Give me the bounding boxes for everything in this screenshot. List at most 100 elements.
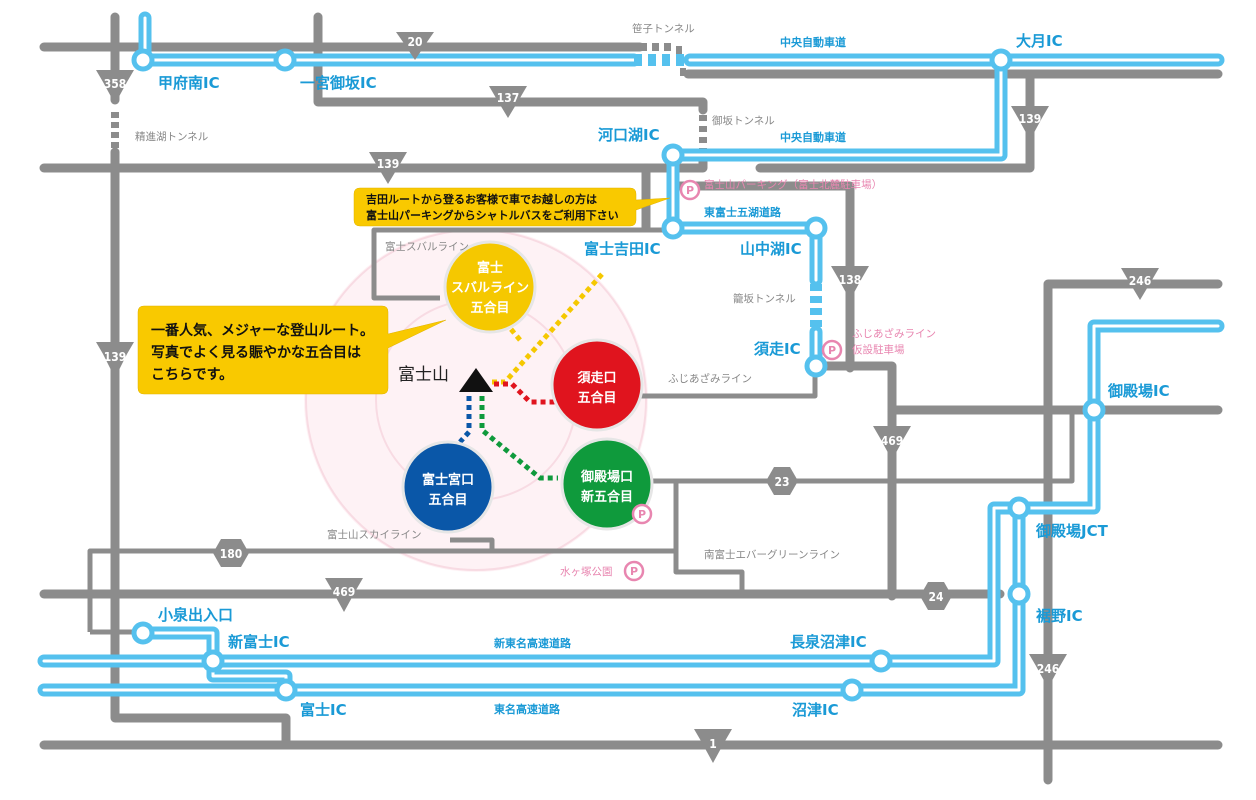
svg-text:写真でよく見る賑やかな五合目は: 写真でよく見る賑やかな五合目は bbox=[151, 344, 361, 361]
ic-shin-fuji-marker[interactable] bbox=[201, 649, 225, 673]
label-chuo-expressway-1: 中央自動車道 bbox=[780, 35, 846, 49]
svg-text:139: 139 bbox=[104, 350, 127, 364]
label-fujiazami-parking-1: ふじあざみライン bbox=[852, 327, 936, 340]
label-kawaguchiko-ic: 河口湖IC bbox=[598, 126, 660, 144]
ic-yamanakako-marker[interactable] bbox=[804, 216, 828, 240]
label-subaru-line: 富士スバルライン bbox=[385, 240, 469, 253]
road-route-138[interactable] bbox=[673, 181, 855, 373]
shield-route-180[interactable]: 180 bbox=[213, 539, 249, 567]
road-route-139-east[interactable] bbox=[755, 69, 1035, 173]
tomei-gotemba[interactable] bbox=[874, 319, 1225, 668]
ic-susono-marker[interactable] bbox=[1007, 582, 1031, 606]
ic-gotemba-jct-marker[interactable] bbox=[1007, 496, 1031, 520]
local-roads bbox=[39, 12, 1223, 785]
svg-text:P: P bbox=[638, 508, 646, 521]
road-route-23[interactable] bbox=[648, 410, 1075, 484]
parking-gotemba-station[interactable]: P bbox=[631, 503, 653, 525]
shield-route-358[interactable]: 358 bbox=[96, 70, 134, 104]
shield-route-469-center[interactable]: 469 bbox=[873, 426, 911, 460]
shojiko-tunnel-dashes bbox=[111, 112, 119, 148]
climbing-trails bbox=[458, 270, 606, 481]
road-route-469-north[interactable] bbox=[815, 361, 897, 601]
svg-text:P: P bbox=[630, 565, 638, 578]
label-chuo-expressway-2: 中央自動車道 bbox=[780, 130, 846, 144]
label-gotemba-jct: 御殿場JCT bbox=[1035, 522, 1109, 540]
svg-text:新五合目: 新五合目 bbox=[581, 489, 633, 505]
ic-kofu-minami-marker[interactable] bbox=[131, 48, 155, 72]
ic-gotemba-marker[interactable] bbox=[1082, 398, 1106, 422]
road-route-139-west[interactable] bbox=[110, 147, 291, 750]
shield-route-139-right[interactable]: 139 bbox=[1011, 106, 1049, 140]
ic-fuji-yoshida-marker[interactable] bbox=[661, 216, 685, 240]
minami-fuji-evergreen-line[interactable] bbox=[673, 481, 745, 596]
fifth-station-subashiri[interactable]: 須走口 五合目 bbox=[550, 338, 644, 432]
shield-route-139-left[interactable]: 139 bbox=[96, 342, 134, 378]
road-route-246[interactable] bbox=[1043, 279, 1223, 785]
fujiazami-line[interactable] bbox=[640, 370, 818, 399]
svg-text:180: 180 bbox=[220, 547, 243, 561]
svg-text:P: P bbox=[686, 184, 694, 197]
shield-route-138[interactable]: 138 bbox=[831, 266, 869, 300]
shield-route-24[interactable]: 24 bbox=[920, 582, 952, 610]
shield-route-469-left[interactable]: 469 bbox=[325, 578, 363, 612]
parking-mizugatsuka[interactable]: P bbox=[623, 560, 645, 582]
fujinomiya-trail[interactable] bbox=[458, 396, 472, 444]
fifth-station-fujinomiya[interactable]: 富士宮口 五合目 bbox=[401, 440, 495, 534]
ic-otsuki-marker[interactable] bbox=[989, 48, 1013, 72]
interchange-markers bbox=[131, 48, 1106, 702]
svg-text:吉田ルートから登るお客様で車でお越しの方は: 吉田ルートから登るお客様で車でお越しの方は bbox=[366, 192, 597, 206]
parking-fujiazami[interactable]: P bbox=[821, 339, 843, 361]
higashi-fuji-goko-road[interactable] bbox=[666, 148, 823, 287]
callout-popular-route: 一番人気、メジャーな登山ルート。 写真でよく見る賑やかな五合目は こちらです。 bbox=[137, 305, 447, 395]
ic-ichinomiya-misaka-marker[interactable] bbox=[273, 48, 297, 72]
route-shields: 20 358 137 139 139 139 138 246 469 469 2… bbox=[96, 32, 1159, 763]
ic-kawaguchiko-marker[interactable] bbox=[661, 143, 685, 167]
svg-text:469: 469 bbox=[333, 585, 356, 599]
gotemba-jct-link[interactable] bbox=[845, 501, 1026, 697]
shield-route-246-bottom[interactable]: 246 bbox=[1029, 654, 1067, 688]
svg-text:スバルライン: スバルライン bbox=[451, 281, 529, 296]
svg-text:こちらです。: こちらです。 bbox=[151, 367, 233, 383]
subashiri-trail[interactable] bbox=[494, 381, 556, 405]
expressway-labels: 中央自動車道 中央自動車道 東富士五湖道路 新東名高速道路 東名高速道路 bbox=[494, 35, 846, 716]
ic-koizumi-marker[interactable] bbox=[131, 621, 155, 645]
gotemba-trail[interactable] bbox=[479, 396, 558, 481]
label-sasago-tunnel: 笹子トンネル bbox=[632, 22, 695, 35]
label-fujiazami-parking-2: 仮設駐車場 bbox=[852, 343, 905, 356]
svg-text:五合目: 五合目 bbox=[428, 492, 467, 508]
fifth-station-yoshida[interactable]: 富士 スバルライン 五合目 bbox=[443, 240, 537, 334]
ic-subashiri-marker[interactable] bbox=[804, 354, 828, 378]
shield-route-20[interactable]: 20 bbox=[396, 32, 434, 60]
label-kagosaka-tunnel: 籠坂トンネル bbox=[733, 292, 796, 305]
svg-text:五合目: 五合目 bbox=[577, 390, 616, 406]
label-minami-fuji-evergreen: 南富士エバーグリーンライン bbox=[704, 548, 840, 561]
fujisan-skyline[interactable] bbox=[450, 537, 495, 550]
label-susono-ic: 裾野IC bbox=[1036, 607, 1083, 625]
fifth-station-gotemba[interactable]: 御殿場口 新五合目 bbox=[560, 437, 654, 531]
label-fuji-ic: 富士IC bbox=[300, 701, 347, 719]
shield-route-23[interactable]: 23 bbox=[766, 467, 798, 495]
shield-route-137[interactable]: 137 bbox=[489, 86, 527, 118]
label-shin-tomei: 新東名高速道路 bbox=[494, 636, 572, 650]
parking-fujisan[interactable]: P bbox=[679, 179, 701, 201]
ic-nagaizumi-numazu-marker[interactable] bbox=[869, 649, 893, 673]
shield-route-139-top[interactable]: 139 bbox=[369, 152, 407, 184]
ic-numazu-marker[interactable] bbox=[840, 678, 864, 702]
label-fujisan-skyline: 富士山スカイライン bbox=[327, 528, 422, 541]
svg-text:138: 138 bbox=[839, 273, 862, 287]
svg-text:24: 24 bbox=[928, 590, 944, 604]
chuo-expressway-kawaguchiko[interactable] bbox=[666, 53, 1008, 162]
ic-fuji-marker[interactable] bbox=[274, 678, 298, 702]
label-shin-fuji-ic: 新富士IC bbox=[228, 633, 290, 651]
svg-text:137: 137 bbox=[497, 91, 520, 105]
svg-text:139: 139 bbox=[377, 157, 400, 171]
label-mizugatsuka: 水ヶ塚公園 bbox=[560, 566, 613, 578]
chuo-expressway-west[interactable] bbox=[138, 11, 641, 67]
svg-text:富士宮口: 富士宮口 bbox=[422, 472, 474, 488]
svg-text:P: P bbox=[828, 344, 836, 357]
shield-route-246-top[interactable]: 246 bbox=[1121, 268, 1159, 300]
label-subashiri-ic: 須走IC bbox=[753, 340, 801, 358]
shield-route-1[interactable]: 1 bbox=[694, 729, 732, 763]
mt-fuji-summit[interactable]: 富士山 bbox=[398, 365, 493, 392]
